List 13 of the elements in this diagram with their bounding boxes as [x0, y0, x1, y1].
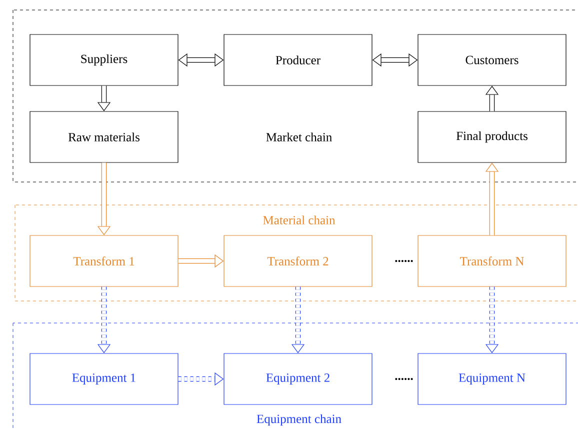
process-box: Transform 2	[224, 235, 372, 287]
process-box: Customers	[418, 34, 566, 86]
process-box: Equipment 2	[224, 353, 372, 405]
ellipsis: ......	[395, 260, 413, 262]
process-box: Transform N	[418, 235, 566, 287]
process-box: Transform 1	[30, 235, 178, 287]
process-box: Equipment 1	[30, 353, 178, 405]
process-box: Raw materials	[30, 111, 178, 163]
process-box: Producer	[224, 34, 372, 86]
process-box: Final products	[418, 111, 566, 163]
process-box: Equipment N	[418, 353, 566, 405]
process-box: Suppliers	[30, 34, 178, 86]
ellipsis: ......	[395, 378, 413, 380]
